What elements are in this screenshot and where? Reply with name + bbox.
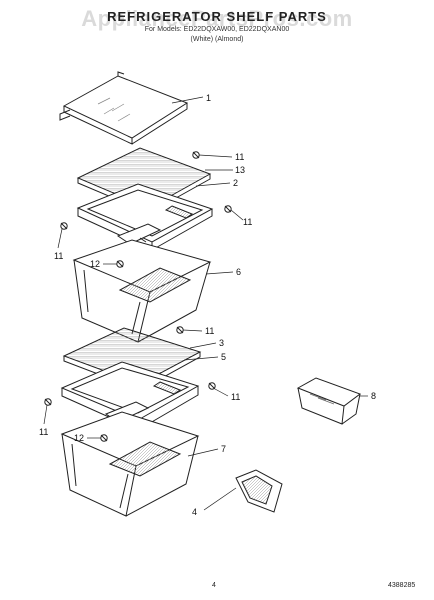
leader-lines: [43, 96, 368, 511]
callout-4: 4: [192, 507, 197, 517]
fastener-part-11-d: [176, 326, 184, 334]
callout-12-a: 12: [90, 259, 100, 269]
fastener-part-11-f: [44, 398, 52, 406]
crisper-drawer-part-6: [72, 239, 212, 343]
callout-11-a: 11: [235, 152, 244, 162]
crisper-drawer-part-7: [60, 411, 200, 517]
callout-7: 7: [221, 444, 226, 454]
callout-13: 13: [235, 165, 245, 175]
callout-11-c: 11: [54, 251, 63, 261]
fastener-part-11-b: [224, 205, 232, 213]
fastener-part-11-a: [192, 151, 200, 159]
callout-3: 3: [219, 338, 224, 348]
callout-5: 5: [221, 352, 226, 362]
callout-11-e: 11: [231, 392, 240, 402]
callout-11-f: 11: [39, 427, 48, 437]
crisper-frame-part-2: [76, 183, 214, 256]
callout-12-b: 12: [74, 433, 84, 443]
colors-line: (White) (Almond): [190, 36, 244, 43]
watermark: AppliancePartsPros.com: [81, 6, 353, 31]
callout-2: 2: [233, 178, 238, 188]
fastener-part-12-a: [116, 260, 124, 268]
models-line: For Models: ED22DQXAW00, ED22DQXAN00: [144, 26, 290, 33]
fastener-part-12-b: [100, 434, 108, 442]
diagram-title: REFRIGERATOR SHELF PARTS: [107, 9, 327, 24]
fastener-part-11-c: [60, 222, 68, 230]
label-card-part-4: [235, 469, 283, 513]
callout-labels: 1 11 13 2 11 11 12 6 11 3 5 11 8 11 12 7…: [39, 93, 376, 517]
callout-11-b: 11: [243, 217, 252, 227]
page-number: 4: [212, 582, 216, 589]
callout-6: 6: [236, 267, 241, 277]
callout-1: 1: [206, 93, 211, 103]
bin-part-8: [296, 377, 362, 425]
fastener-part-11-e: [208, 382, 216, 390]
glass-shelf-part-1: [59, 71, 189, 145]
document-id: 4388285: [388, 582, 416, 589]
callout-8: 8: [371, 391, 376, 401]
callout-11-d: 11: [205, 326, 214, 336]
